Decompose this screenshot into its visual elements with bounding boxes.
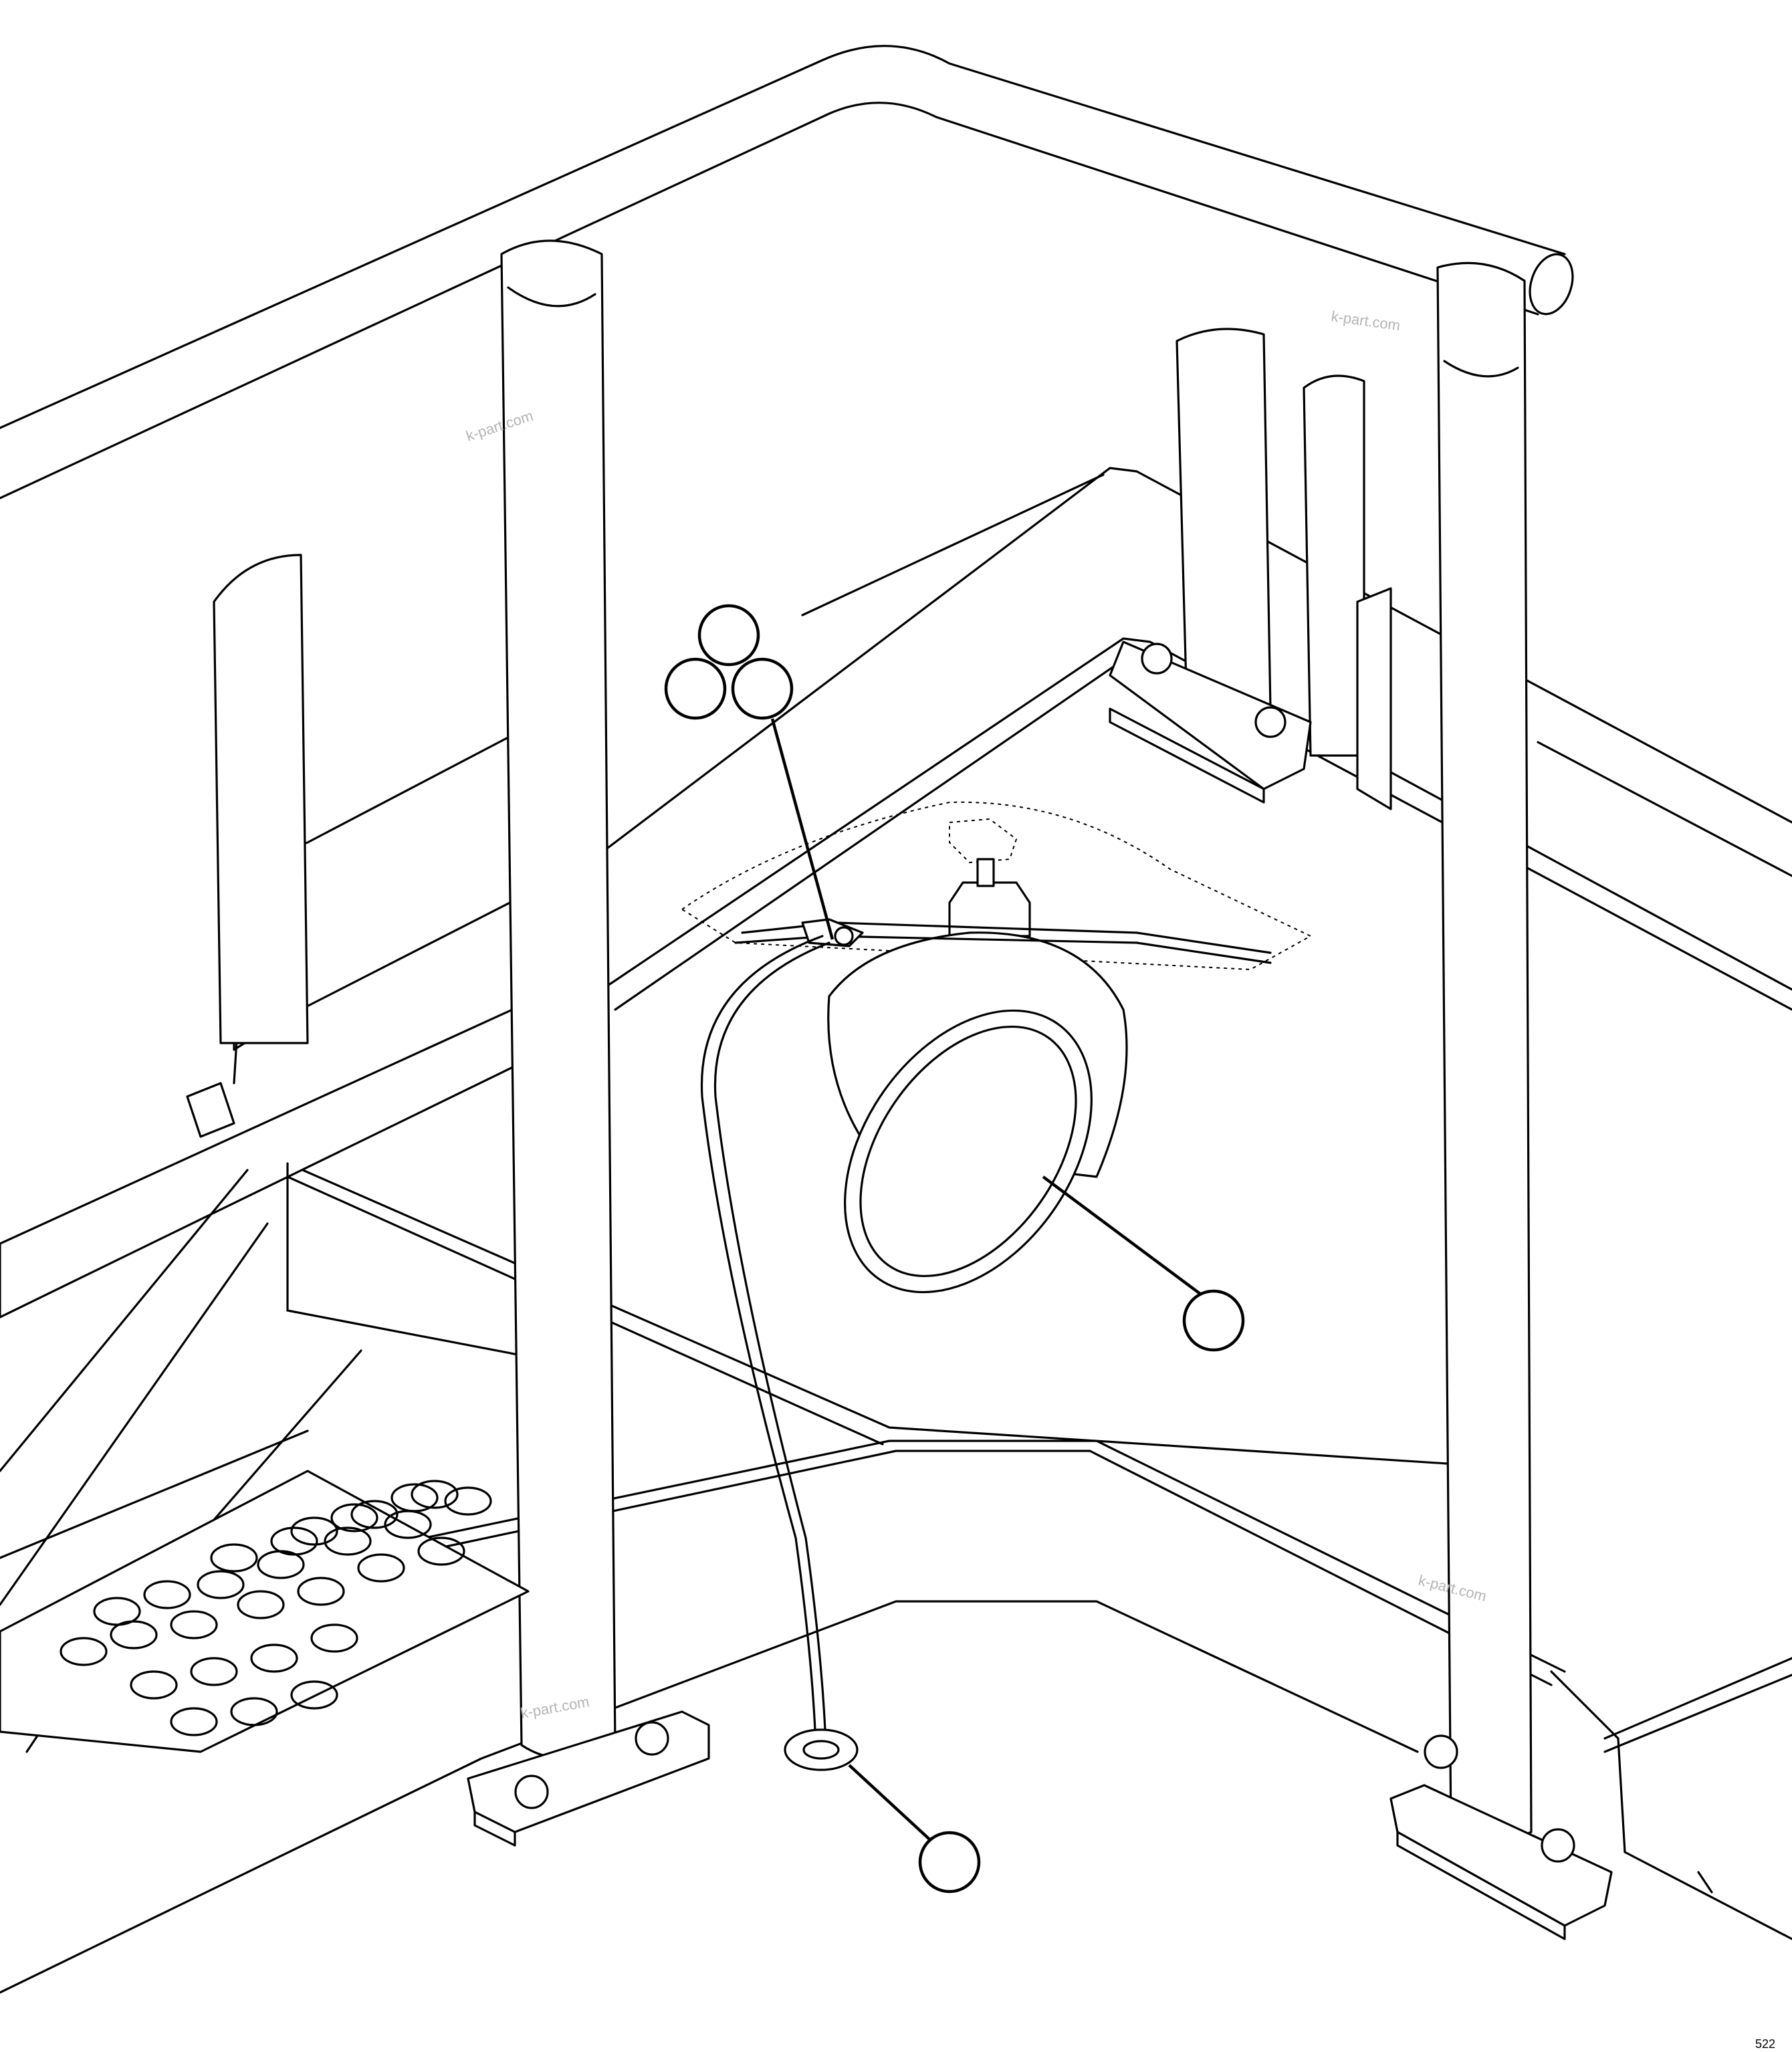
- platform-frame: [0, 467, 1792, 1994]
- front-left-base-plate: [467, 1710, 710, 1847]
- front-right-post: [1436, 261, 1533, 1843]
- step-plate-hole: [330, 1503, 378, 1532]
- work-lamp: [827, 858, 1128, 1294]
- step-plate-hole: [324, 1526, 372, 1556]
- mounting-bracket: [734, 918, 1272, 964]
- front-right-base-plate: [1389, 1670, 1626, 1940]
- step-plate-hole: [197, 1570, 245, 1599]
- corner-code: 522: [1755, 2037, 1775, 2051]
- callout-grommet: [918, 1831, 981, 1894]
- watermark-2: k-part.com: [1330, 308, 1401, 334]
- step-plate-hole: [110, 1620, 158, 1649]
- callout-1a: [697, 604, 760, 667]
- step-plate-hole: [210, 1543, 258, 1573]
- callout-lamp: [1182, 1289, 1245, 1352]
- step-plate-hole: [257, 1550, 305, 1579]
- step-plate-hole: [170, 1707, 218, 1736]
- step-plate-hole: [190, 1657, 238, 1686]
- step-plate-hole: [411, 1480, 459, 1509]
- step-plate: [0, 1470, 530, 1753]
- top-handrail: [0, 45, 1574, 499]
- step-plate-hole: [350, 1500, 399, 1529]
- front-left-post: [500, 239, 617, 1760]
- step-plate-hole: [357, 1553, 405, 1583]
- step-plate-hole: [290, 1680, 338, 1710]
- step-plate-hole: [310, 1623, 358, 1653]
- step-plate-hole: [417, 1536, 465, 1566]
- step-plate-hole: [250, 1643, 298, 1673]
- step-plate-hole: [237, 1590, 285, 1619]
- step-plate-hole: [130, 1670, 178, 1700]
- step-plate-hole: [230, 1697, 278, 1726]
- lamp-cable: [700, 935, 859, 1771]
- step-plate-hole: [297, 1577, 345, 1606]
- rear-right-base-plate: [1109, 641, 1312, 804]
- mounting-area-outline: [681, 801, 1313, 971]
- step-plate-hole: [170, 1610, 218, 1639]
- step-plate-hole: [60, 1637, 108, 1666]
- step-plate-hole: [290, 1516, 338, 1546]
- step-plate-hole: [444, 1486, 492, 1516]
- callout-1b: [664, 657, 727, 720]
- step-plate-hole: [384, 1510, 432, 1539]
- callout-1c: [731, 657, 794, 720]
- step-plate-hole: [143, 1580, 191, 1609]
- callouts: [664, 604, 1245, 1894]
